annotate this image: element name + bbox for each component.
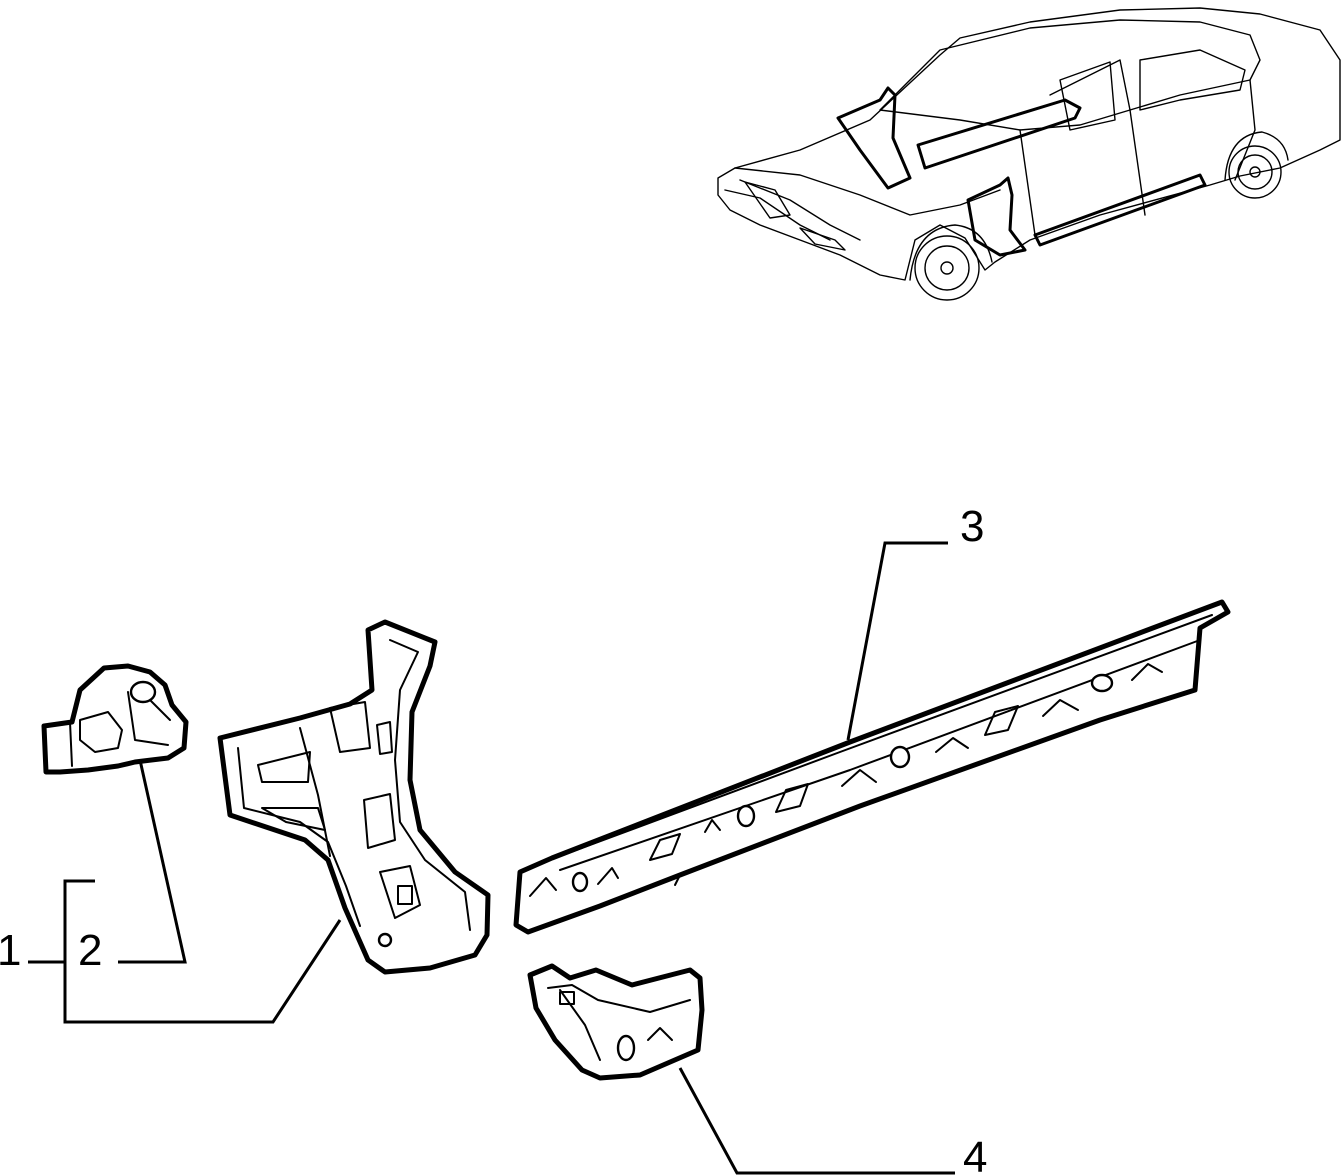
leader-2 xyxy=(118,759,187,964)
part-3-sill-reinforcement xyxy=(513,599,1231,935)
callout-label-4: 4 xyxy=(963,1133,987,1176)
part-1-pillar-reinforcement xyxy=(217,619,491,975)
leader-bracket-1-2 xyxy=(63,879,342,1024)
callout-label-3: 3 xyxy=(960,502,984,551)
leader-lines xyxy=(28,541,955,1175)
callout-label-1: 1 xyxy=(0,926,21,975)
leader-3 xyxy=(846,541,948,741)
car-overview-illustration xyxy=(717,7,1341,301)
callout-label-2: 2 xyxy=(78,926,102,975)
leader-4 xyxy=(678,1067,955,1175)
part-4-sill-end-plate xyxy=(527,963,705,1081)
part-2-bracket xyxy=(41,663,189,775)
